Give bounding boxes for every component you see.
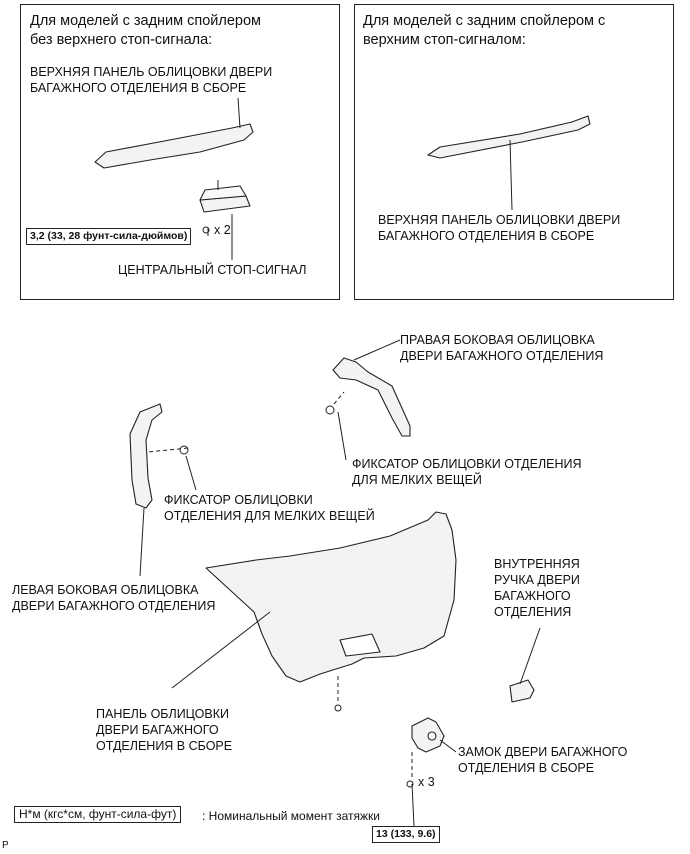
left-variant-heading-line2: без верхнего стоп-сигнала: bbox=[30, 32, 213, 48]
door-panel-label-line2: ДВЕРИ БАГАЖНОГО bbox=[96, 723, 219, 737]
clip-right-label-line2: ДЛЯ МЕЛКИХ ВЕЩЕЙ bbox=[352, 473, 482, 487]
left-side-trim bbox=[129, 403, 163, 509]
door-trim-panel bbox=[205, 511, 457, 683]
upper-trim-panel-right bbox=[427, 115, 591, 159]
inner-handle-label-line4: ОТДЕЛЕНИЯ bbox=[494, 605, 572, 619]
lock-label-line2: ОТДЕЛЕНИЯ В СБОРЕ bbox=[458, 761, 595, 775]
right-upper-panel-label-line1: ВЕРХНЯЯ ПАНЕЛЬ ОБЛИЦОВКИ ДВЕРИ bbox=[378, 213, 621, 227]
right-side-trim bbox=[332, 357, 411, 437]
lock-torque-tag: 13 (133, 9.6) bbox=[372, 826, 440, 843]
inner-handle-label-line1: ВНУТРЕННЯЯ bbox=[494, 557, 580, 571]
right-upper-panel-label-line2: БАГАЖНОГО ОТДЕЛЕНИЯ В СБОРЕ bbox=[378, 229, 595, 243]
lock-fastener-quantity: x 3 bbox=[418, 775, 435, 789]
right-variant-heading-line2: верхним стоп-сигналом: bbox=[363, 32, 526, 48]
clip-right-label-line1: ФИКСАТОР ОБЛИЦОВКИ ОТДЕЛЕНИЯ bbox=[352, 457, 582, 471]
door-panel-label-line3: ОТДЕЛЕНИЯ В СБОРЕ bbox=[96, 739, 233, 753]
lock-label-line1: ЗАМОК ДВЕРИ БАГАЖНОГО bbox=[458, 745, 628, 759]
left-upper-panel-label-line2: БАГАЖНОГО ОТДЕЛЕНИЯ В СБОРЕ bbox=[30, 81, 247, 95]
inner-handle-label-line3: БАГАЖНОГО bbox=[494, 589, 571, 603]
left-side-trim-label-line1: ЛЕВАЯ БОКОВАЯ ОБЛИЦОВКА bbox=[12, 583, 199, 597]
left-side-trim-label-line2: ДВЕРИ БАГАЖНОГО ОТДЕЛЕНИЯ bbox=[12, 599, 216, 613]
torque-unit-legend-tag: Н*м (кгс*см, фунт-сила-фут) bbox=[14, 806, 182, 823]
clip-left-label-line1: ФИКСАТОР ОБЛИЦОВКИ bbox=[164, 493, 313, 507]
torque-spec-tag: 3,2 (33, 28 фунт-сила-дюймов) bbox=[26, 228, 192, 245]
left-variant-frame bbox=[20, 4, 340, 300]
fastener-quantity: x 2 bbox=[214, 223, 231, 237]
left-variant-heading-line1: Для моделей с задним спойлером bbox=[30, 13, 262, 29]
right-variant-frame bbox=[354, 4, 674, 300]
inner-handle-label-line2: РУЧКА ДВЕРИ bbox=[494, 573, 580, 587]
torque-legend-description: : Номинальный момент затяжки bbox=[202, 809, 380, 823]
right-side-trim-label-line1: ПРАВАЯ БОКОВАЯ ОБЛИЦОВКА bbox=[400, 333, 595, 347]
center-stop-lamp-label: ЦЕНТРАЛЬНЫЙ СТОП-СИГНАЛ bbox=[118, 263, 307, 277]
right-side-trim-label-line2: ДВЕРИ БАГАЖНОГО ОТДЕЛЕНИЯ bbox=[400, 349, 604, 363]
upper-trim-panel-left bbox=[94, 123, 254, 169]
corner-mark: P bbox=[2, 840, 9, 851]
door-panel-label-line1: ПАНЕЛЬ ОБЛИЦОВКИ bbox=[96, 707, 229, 721]
inner-door-handle bbox=[509, 679, 535, 703]
left-upper-panel-label-line1: ВЕРХНЯЯ ПАНЕЛЬ ОБЛИЦОВКИ ДВЕРИ bbox=[30, 65, 273, 79]
right-variant-heading-line1: Для моделей с задним спойлером с bbox=[363, 13, 606, 29]
clip-left-label-line2: ОТДЕЛЕНИЯ ДЛЯ МЕЛКИХ ВЕЩЕЙ bbox=[164, 509, 375, 523]
